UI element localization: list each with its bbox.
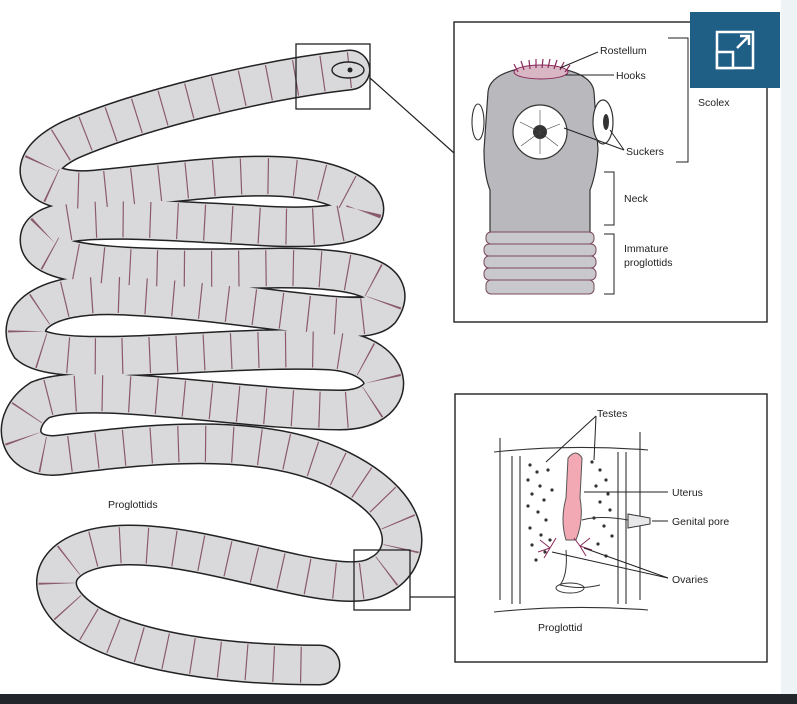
- label-uterus: Uterus: [672, 487, 703, 499]
- suckers: [471, 99, 614, 160]
- label-neck: Neck: [624, 193, 649, 205]
- proglottid-panel: Testes Uterus Genital pore Ovaries Progl…: [454, 393, 768, 663]
- label-proglottid: Proglottid: [538, 622, 583, 634]
- label-hooks: Hooks: [616, 70, 646, 82]
- expand-button[interactable]: [690, 12, 780, 88]
- page-edge: [781, 0, 797, 694]
- label-scolex: Scolex: [698, 97, 730, 109]
- label-suckers: Suckers: [626, 146, 664, 158]
- label-ovaries: Ovaries: [672, 574, 708, 586]
- bottom-toolbar: [0, 694, 797, 704]
- label-rostellum: Rostellum: [600, 45, 647, 57]
- label-immature-proglottids: proglottids: [624, 257, 672, 269]
- label-immature: Immature: [624, 243, 669, 255]
- label-testes: Testes: [597, 408, 627, 420]
- scolex-panel: Rostellum Hooks Scolex Suckers Neck Imma…: [453, 21, 768, 323]
- label-genital-pore: Genital pore: [672, 516, 729, 528]
- expand-icon: [715, 30, 755, 70]
- scolex-zoom-box: [295, 43, 371, 110]
- uterus: [562, 452, 583, 541]
- ovaries: [537, 537, 593, 559]
- immature-proglottids: [483, 231, 597, 295]
- proglottid-zoom-box: [353, 549, 411, 611]
- hooks: [513, 58, 571, 73]
- label-proglottids: Proglottids: [108, 499, 158, 511]
- worm-body: [0, 49, 423, 686]
